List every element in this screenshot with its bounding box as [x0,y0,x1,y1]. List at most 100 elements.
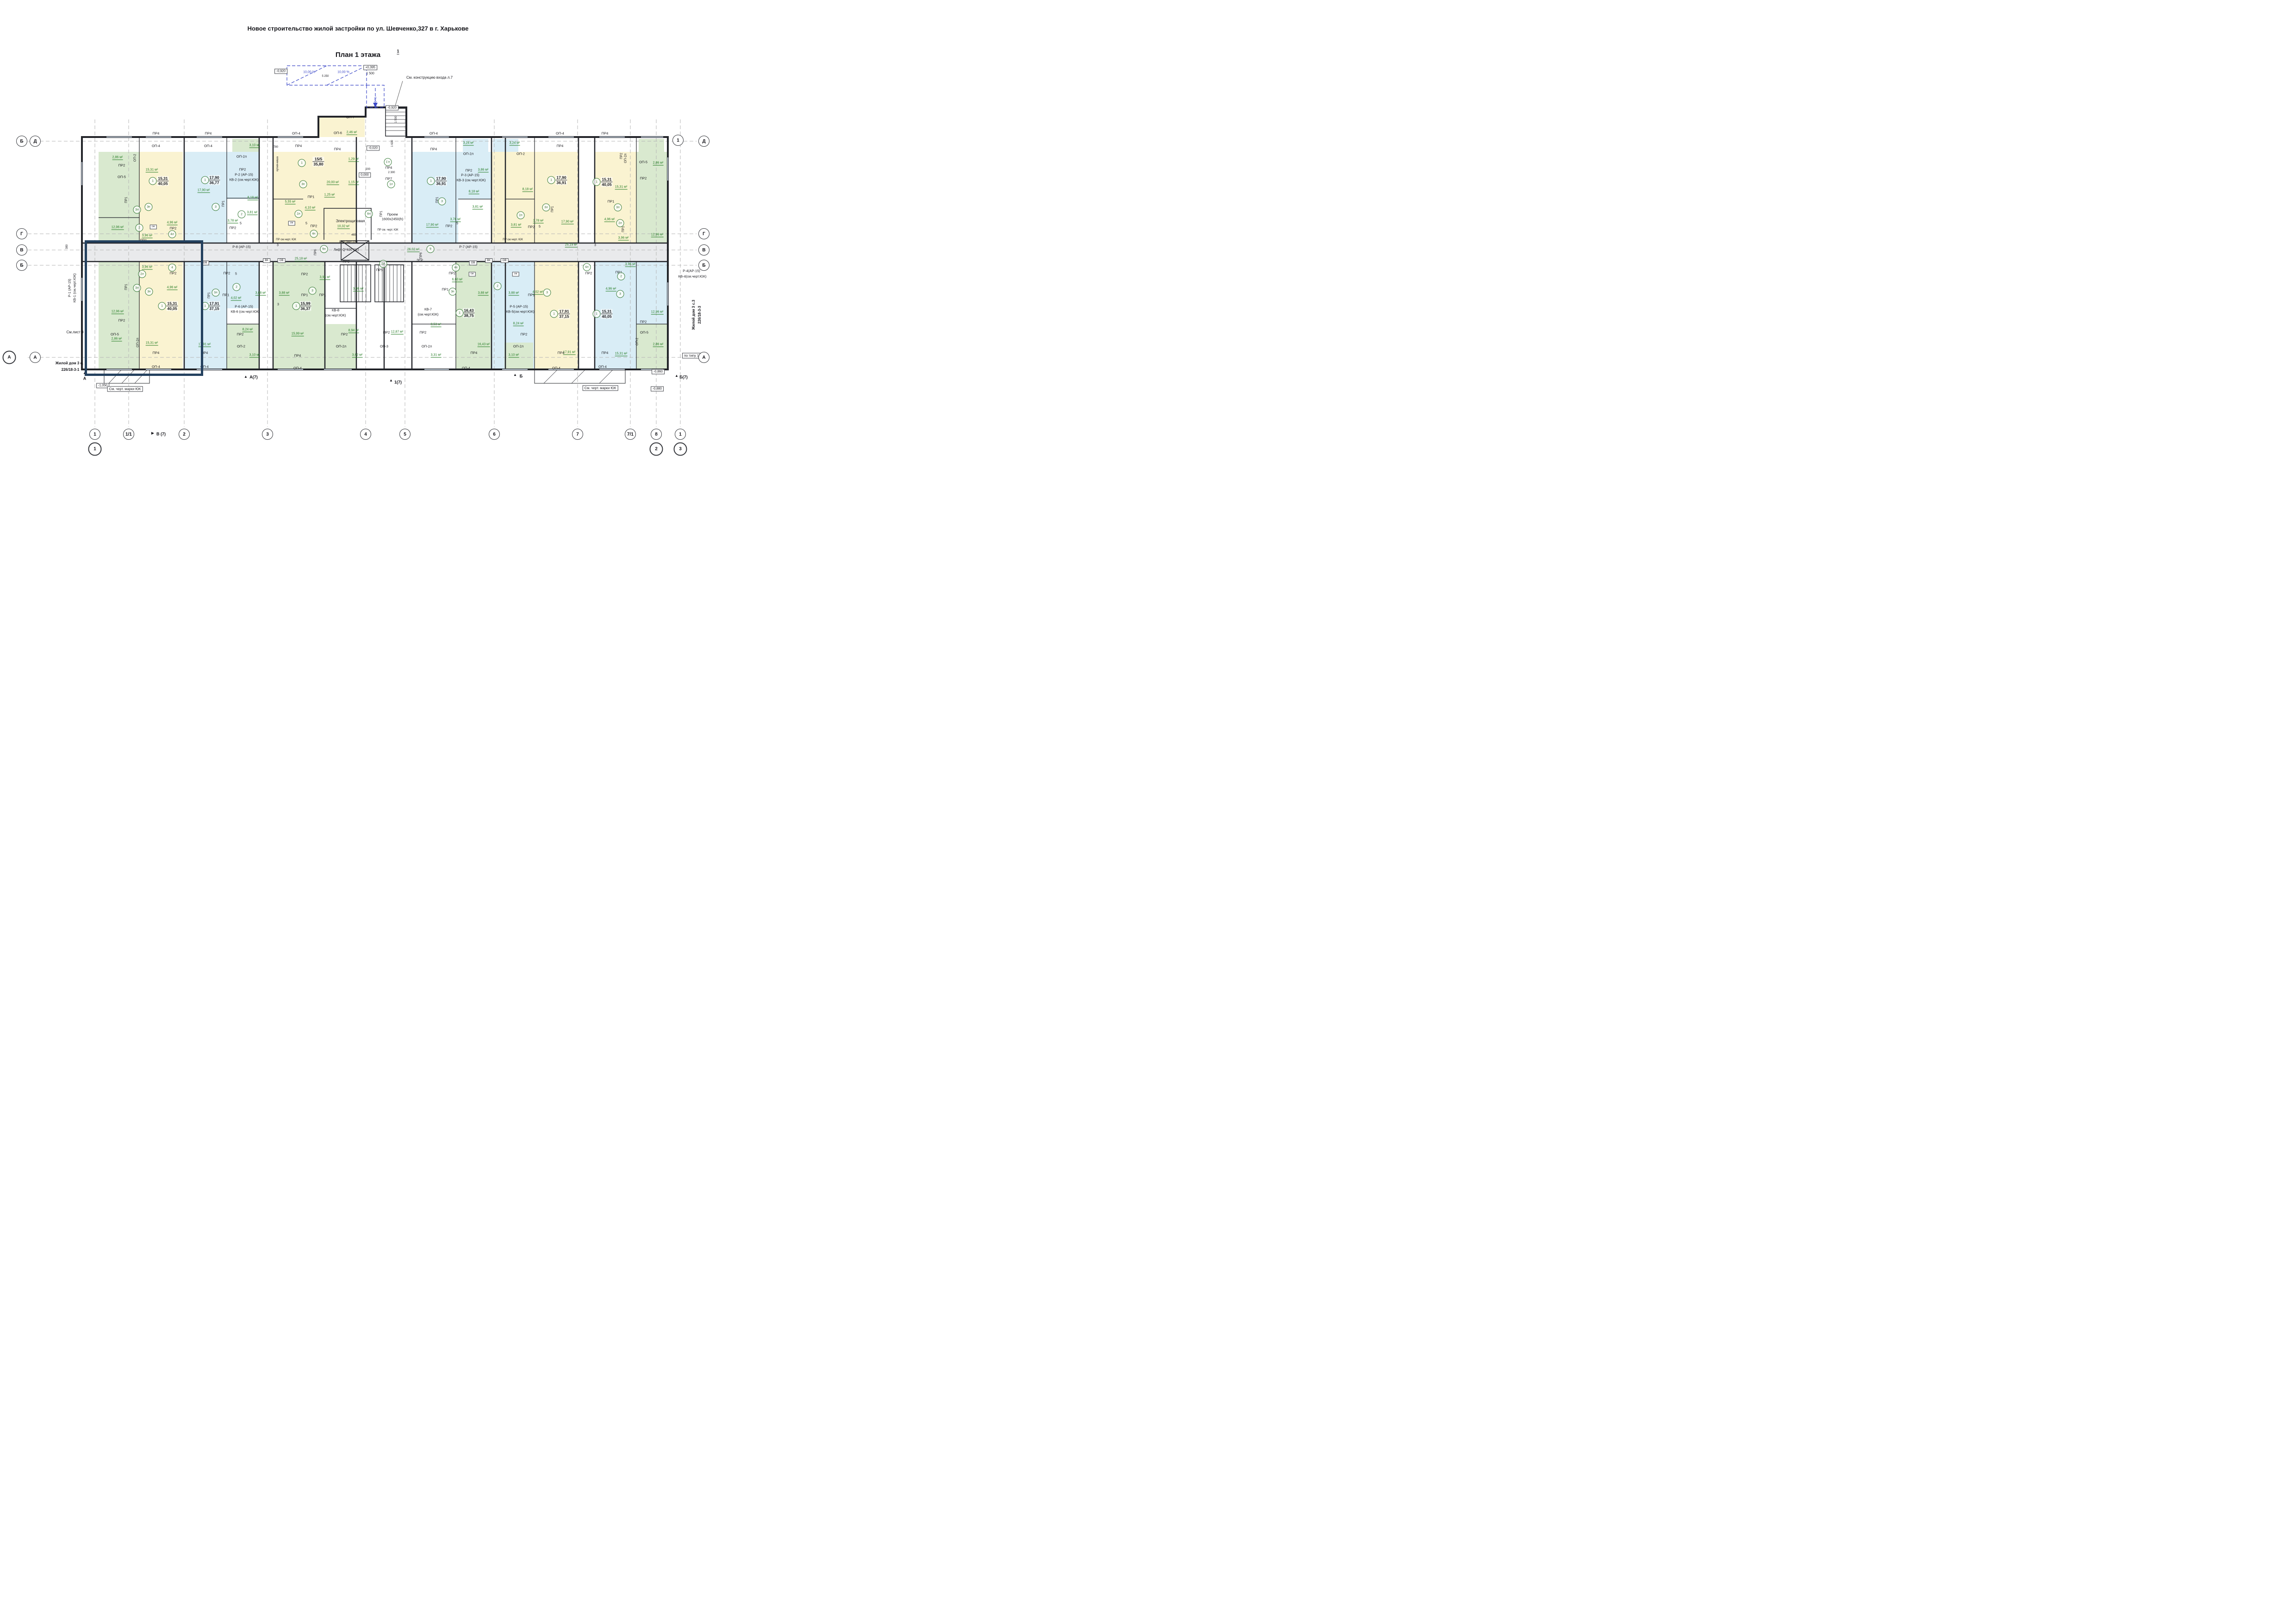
plan-label: ПР1 [140,238,147,243]
area-label: 5,55 м² [285,200,296,205]
plan-label: ПР4 [601,350,609,355]
area-label: 2,86 м² [112,156,123,160]
position-marker: 3 [543,288,551,297]
room-fill [184,262,227,369]
plan-label: ОП-5 [639,160,647,164]
position-marker: 1 [550,310,558,318]
room-fill [325,324,356,369]
plan-label: ПР1 [528,293,535,297]
plan-label: ПР7 [385,176,392,181]
position-marker: 4л [168,230,176,238]
axis-marker-1/1: 1/1 [123,429,134,440]
area-label: 2,86 м² [653,343,664,347]
plan-label: ПР2 [118,163,125,168]
position-marker: 3п [299,180,307,188]
axis-marker-А: А [2,350,16,364]
plan-label: ОП-5 [640,330,648,335]
room-fill [412,262,456,369]
plan-label: ОП-2л [463,151,474,156]
area-label: 17,90 м² [561,220,574,225]
plan-label: КВ-7 [424,307,432,312]
level-tag: см [468,272,476,276]
position-marker: 3 [212,203,220,211]
plan-title: План 1 этажа [335,51,381,59]
plan-label: ПР4 [205,131,212,136]
area-label: 4,10 м² [305,206,316,211]
area-label: 3,81 м² [247,211,258,215]
axis-marker-1: 1 [672,135,684,146]
plan-label: ПР1 [607,199,615,204]
area-label: 3,62 м² [352,353,363,358]
plan-label: Электрощитовая [336,219,365,223]
area-label: 6,60 м² [452,278,463,282]
area-label: 17,90 м² [426,223,439,228]
area-label: 4,96 м² [167,221,178,225]
plan-label: ПР2 [301,272,308,276]
plan-label: 10,00 % [337,70,349,74]
level-tag: ВК [263,258,270,263]
plan-label: ПР2 [528,225,535,229]
position-marker: 4л [583,263,591,271]
area-label: 26,02 м² [407,248,420,252]
plan-label: ПР см.черт. ЮК [276,238,296,241]
level-tag: -0,020 [367,145,380,151]
plan-label: А(7) [249,375,258,380]
plan-label: ПР2 [585,271,592,275]
area-label: 1,25 м² [324,193,335,198]
area-label: 1,29 м² [348,157,359,162]
position-marker: 4п [452,263,460,272]
area-label: 25,19 м² [565,243,578,248]
position-marker: 3л [614,203,622,212]
plan-label: ПР2 [341,332,348,337]
plan-label: ПР2 [310,224,317,228]
level-tag: -0,860 [652,369,665,375]
windows [81,137,668,370]
plan-label: ОП-4 [552,366,560,370]
area-label: 3,24 м² [509,141,520,146]
plan-label: ОП-2л [513,344,524,349]
position-marker: 1 [292,302,300,310]
area-label: 3,96 м² [618,236,629,241]
room-fill [595,152,636,243]
stairs-elevator [104,108,626,384]
position-marker: 3п [448,287,457,296]
area-label: 12,96 м² [111,225,124,230]
position-marker: 4 [168,263,176,272]
axis-marker-2: 2 [649,442,663,456]
plan-label: ОП-7 [346,115,355,119]
level-tag: См. черт. марки ЮК [582,385,618,391]
room-fill [273,262,325,369]
plan-label: Р-7 (АР-15) [459,244,478,249]
plan-label: ПР4 [152,350,160,355]
level-tag: -0,920 [274,69,287,74]
room-fill [82,243,668,262]
position-marker: 1 [149,177,157,185]
overlay-layer [0,0,716,506]
plan-label: ПР2 [118,318,125,323]
plan-label: 3 [277,244,279,247]
selection-highlight [85,240,203,376]
plan-label: ПР4 [152,131,160,136]
plan-label: ПР1 [301,293,308,297]
plan-label: ПР1 [307,194,315,199]
plan-label: ПР2 [465,168,473,173]
note-leader-line [394,81,403,109]
position-marker: 5л [379,260,387,268]
plan-label: ПР2 [239,167,246,172]
room-fill [99,262,139,369]
level-tag: -0,920 [386,105,398,111]
plan-label: ОП-5 [111,332,119,337]
plan-label: ПР2 [448,271,456,275]
axis-marker-Г: Г [16,228,27,239]
area-label: 3,88 м² [478,291,489,296]
area-label: 8,24 м² [242,328,253,332]
area-label: 8,24 м² [513,322,524,326]
plan-label: 1 500 [366,72,374,75]
position-marker: 2 [232,283,241,291]
area-label: 3,96 м² [142,234,153,238]
position-marker: 2л [138,270,146,278]
plan-label: 460 [351,234,356,237]
